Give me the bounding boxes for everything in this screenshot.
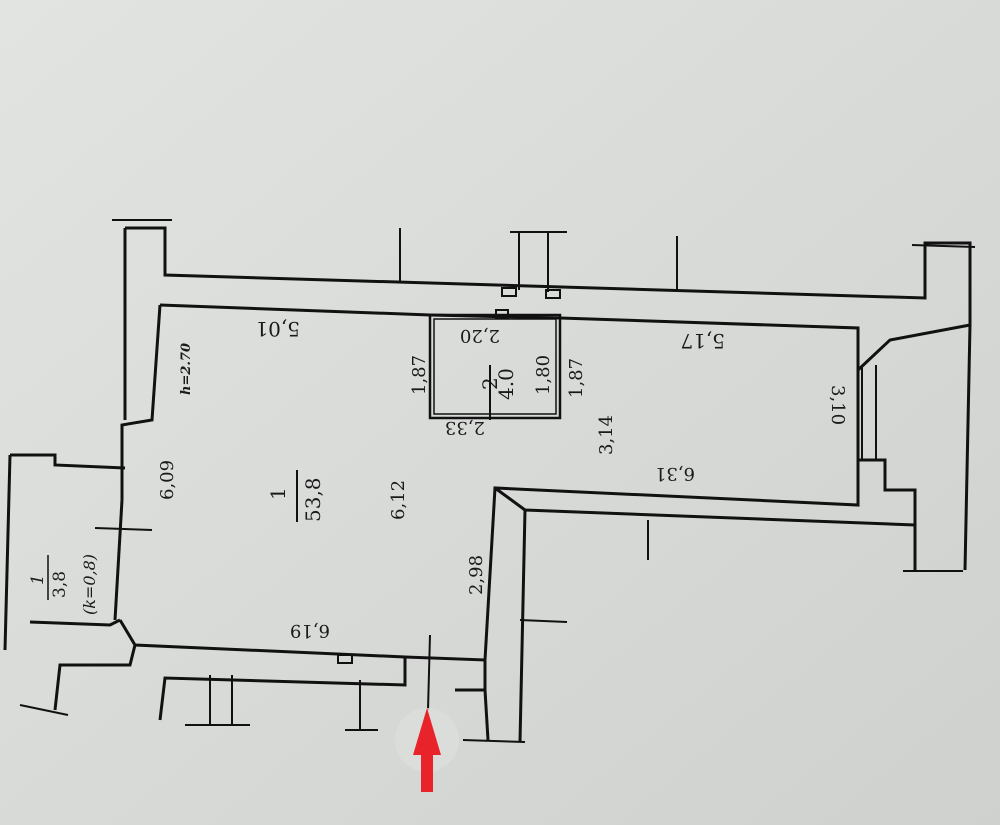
dim-right-wall: 3,10: [827, 385, 848, 425]
dim-center-vertical: 6,12: [388, 480, 409, 520]
room-balcony-area: 3,8: [50, 571, 70, 598]
dim-bath-right: 1,87: [566, 358, 587, 398]
dim-left-wall: 6,09: [157, 460, 178, 500]
dim-corridor: 2,98: [466, 555, 487, 595]
dim-bottom-right: 6,31: [655, 463, 695, 484]
entrance-marker: [395, 708, 459, 792]
dim-right-center: 3,14: [596, 415, 617, 455]
dim-bath-bottom: 2,33: [445, 417, 485, 438]
room-main-label: 1 53,8: [266, 470, 325, 522]
room-balcony-number: 1: [28, 574, 48, 585]
dim-bath-top: 2,20: [460, 325, 500, 346]
room-main-area: 53,8: [301, 477, 325, 522]
dim-bottom-left: 6,19: [290, 620, 330, 641]
wall-marks: [19, 219, 976, 743]
dim-bath-left: 1,87: [409, 355, 430, 395]
dim-top-right: 5,17: [680, 329, 725, 353]
room-balcony-coefficient: (k=0,8): [80, 554, 99, 615]
dim-bath-inner: 1,80: [533, 355, 554, 395]
room-balcony-label: 1 3,8 (k=0,8): [28, 554, 99, 615]
ceiling-height-label: h=2.70: [179, 343, 194, 395]
room-bath-label: 2 4.0: [478, 365, 518, 420]
entrance-arrow-icon: [413, 708, 441, 792]
labels: h=2.70 5,01 5,17 6,09 6,12 1,87 2,20 1,8…: [28, 317, 848, 641]
dim-top-left: 5,01: [255, 317, 300, 341]
room-bath-area: 4.0: [494, 368, 518, 400]
room-main-number: 1: [266, 487, 290, 500]
